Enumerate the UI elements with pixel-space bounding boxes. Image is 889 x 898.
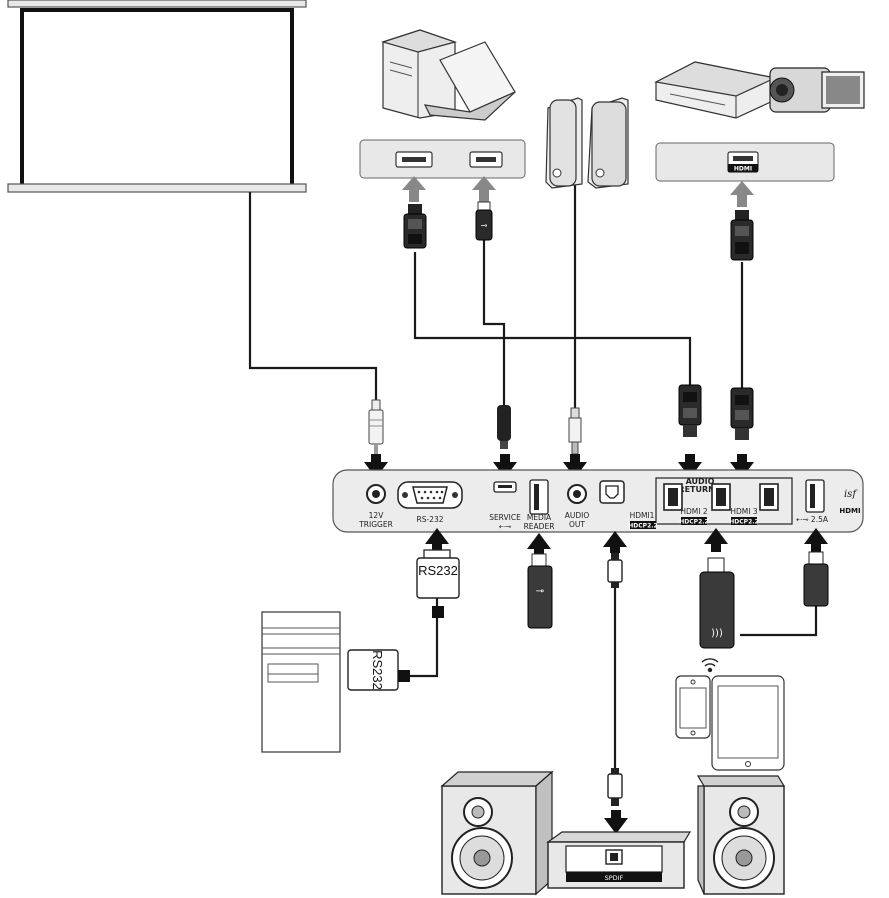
input-arrows-top — [364, 454, 754, 478]
desktop-pc-tower-icon: RS232 — [261, 611, 410, 753]
source-output-panel: HDMI — [655, 142, 835, 182]
rs232-port-label: RS-232 — [417, 515, 444, 524]
hdmi-cable-plug-source — [730, 210, 754, 261]
usb-cable-plug-pc: ⊸ — [475, 201, 493, 241]
input-arrows-bottom — [425, 528, 828, 557]
trigger-label-line2: TRIGGER — [358, 520, 393, 529]
usb-flash-drive-icon: ⊸ — [527, 553, 553, 629]
svg-text:⊸: ⊸ — [536, 586, 544, 597]
audio-out-label-line1: AUDIO — [565, 511, 590, 520]
wireless-dongle-icon: ))) — [699, 557, 735, 649]
audio-jack-plug — [568, 407, 582, 455]
optical-plug-projector — [607, 553, 623, 588]
av-source-devices-icon — [654, 61, 865, 119]
trigger-jack-plug — [368, 399, 384, 454]
tablet-icon — [711, 675, 785, 771]
hdmi-cable-plug-pc — [403, 204, 427, 249]
hdmi1-label: HDMI1 — [630, 511, 655, 520]
service-label: SERVICE — [489, 513, 521, 522]
source-port-label: HDMI — [734, 166, 752, 173]
usb-power-plug — [803, 551, 829, 607]
speakers-icon — [545, 97, 629, 189]
hdmi-plug-hdmi1 — [678, 384, 702, 437]
pc-output-panel — [359, 139, 526, 179]
usb-power-label: ⇠⊸ 2.5A — [796, 515, 829, 524]
projector-rear-panel: 12V TRIGGER RS-232 SERVICE ⇠⊸ MEDIA READ… — [332, 469, 864, 533]
media-reader-label-line1: MEDIA — [527, 513, 552, 522]
audio-return-label-line1: AUDIO — [686, 477, 715, 486]
svg-text:))): ))) — [711, 628, 723, 639]
pc-rs232-label: RS232 — [370, 650, 385, 690]
audio-out-label-line2: OUT — [569, 520, 585, 529]
audio-receiver-icon: SPDIF — [546, 831, 692, 889]
hdmi3-hdcp-badge: HDCP2.2 — [729, 519, 758, 526]
smartphone-icon — [675, 675, 711, 739]
service-usb-symbol: ⇠⊸ — [499, 522, 512, 531]
spdif-label: SPDIF — [605, 874, 624, 882]
optical-plug-receiver — [607, 768, 623, 806]
trigger-label-line1: 12V — [369, 511, 385, 520]
hdmi1-hdcp-badge: HDCP2.2 — [628, 523, 657, 530]
mini-usb-plug — [497, 405, 511, 449]
media-reader-label-line2: READER — [524, 522, 555, 531]
hdmi2-label: HDMI 2 — [680, 507, 707, 516]
rs232-cable-connector: RS232 — [416, 549, 460, 618]
source-output-arrow — [730, 181, 754, 207]
audio-return-label-line2: RETURN+ — [678, 485, 721, 494]
isf-logo: isf — [844, 489, 858, 500]
hdmi2-hdcp-badge: HDCP2.2 — [679, 519, 708, 526]
computer-and-laptop-icon — [380, 29, 516, 121]
projection-screen — [7, 0, 307, 193]
wifi-icon — [701, 658, 719, 673]
pc-output-arrows — [402, 176, 496, 202]
svg-text:⊸: ⊸ — [481, 221, 488, 230]
cable-lines — [248, 185, 818, 770]
left-speaker-icon — [440, 770, 554, 896]
hdmi-plug-hdmi3 — [730, 387, 754, 440]
right-speaker-icon — [696, 775, 786, 895]
hdmi3-label: HDMI 3 — [730, 507, 757, 516]
hdmi-logo: HDMI — [839, 507, 860, 515]
rs232-cable-label: RS232 — [418, 563, 458, 578]
receiver-input-arrow — [604, 810, 628, 834]
